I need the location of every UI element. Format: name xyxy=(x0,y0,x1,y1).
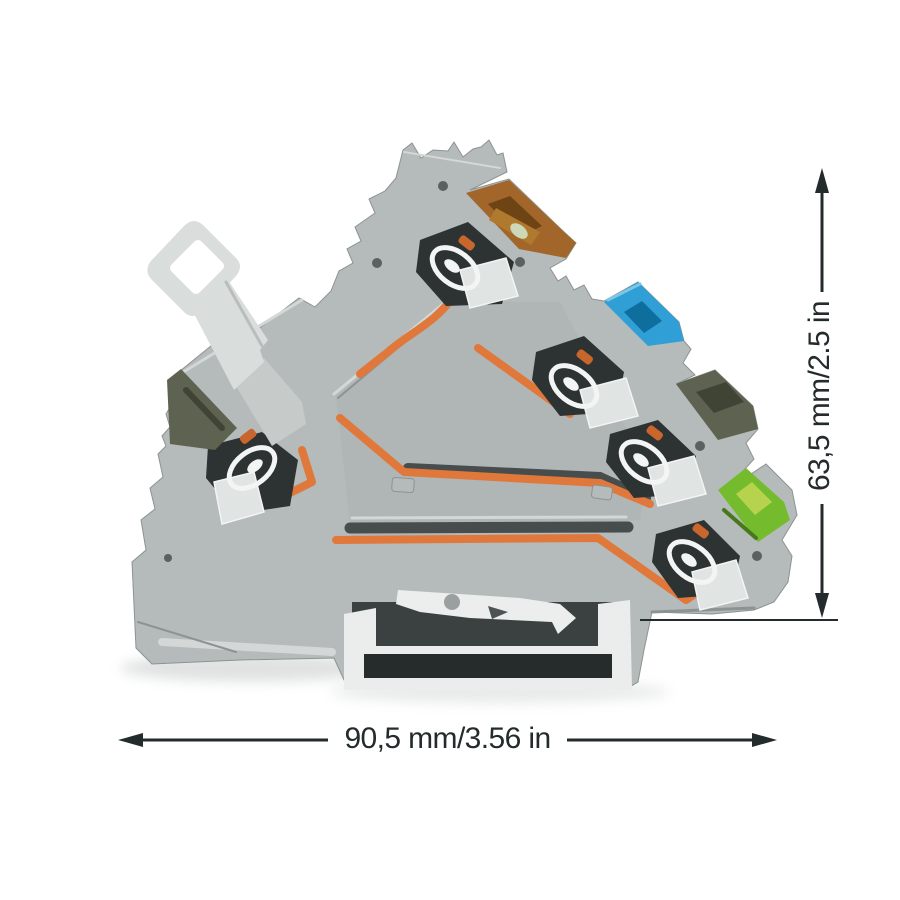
test-pull-tab xyxy=(147,221,306,446)
width-dimension xyxy=(118,733,777,747)
arrow-down-icon xyxy=(815,593,829,618)
foot-leg xyxy=(158,638,336,656)
clamp-lever-brown xyxy=(466,180,576,258)
arrow-left-icon xyxy=(118,733,143,747)
spring-clamp-upper-right xyxy=(532,336,639,429)
clamp-lever-olive xyxy=(676,370,758,440)
din-rail xyxy=(344,600,632,690)
pull-tab-hole xyxy=(170,240,224,294)
spring-clamp-left xyxy=(206,428,298,525)
height-dimension-label: 63,5 mm/2.5 in xyxy=(803,300,836,492)
mounting-latch xyxy=(396,590,576,634)
disconnect-lever-olive-left xyxy=(167,369,237,450)
arrow-right-icon xyxy=(752,733,777,747)
spring-clamp-lower-right xyxy=(652,520,749,611)
din-rail-slot xyxy=(364,654,612,678)
spring-clamp-top xyxy=(416,222,519,309)
molding-dots xyxy=(164,181,762,562)
arrow-up-icon xyxy=(815,168,829,193)
width-dimension-label: 90,5 mm/3.56 in xyxy=(344,722,551,755)
clamp-lever-green xyxy=(718,468,790,542)
clamp-lever-blue xyxy=(604,282,684,346)
height-dimension xyxy=(640,168,838,621)
spring-clamp-mid-right xyxy=(606,420,707,507)
